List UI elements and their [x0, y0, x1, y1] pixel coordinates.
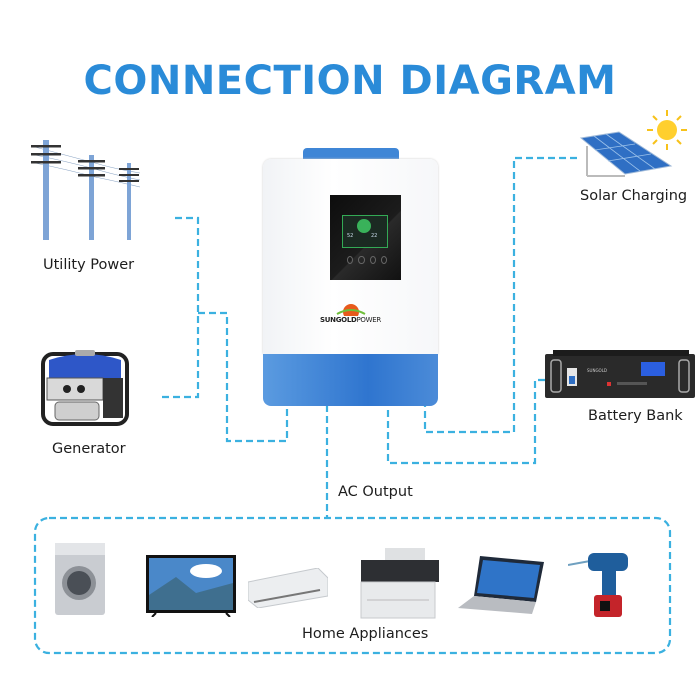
- inverter-buttons: [347, 256, 387, 264]
- lcd-readout-1: 52: [347, 233, 354, 239]
- printer-icon: [360, 548, 439, 619]
- washing-machine-icon: [55, 543, 105, 615]
- inverter-mount-bracket: [303, 148, 399, 162]
- wire-generator-junction: [198, 311, 289, 443]
- inverter-base: [263, 354, 438, 406]
- tv-icon: [146, 555, 236, 617]
- utility-power-label: Utility Power: [43, 257, 135, 273]
- air-conditioner-icon: [248, 568, 328, 608]
- solar-charging-label: Solar Charging: [580, 188, 688, 204]
- brand-sun-logo: [336, 304, 366, 316]
- svg-text:SUNGOLD: SUNGOLD: [587, 368, 607, 373]
- inverter-button[interactable]: [380, 256, 387, 264]
- ac-output-label: AC Output: [338, 484, 413, 500]
- wire-battery: [386, 378, 545, 465]
- power-line-icon: [31, 140, 141, 240]
- inverter-button[interactable]: [369, 256, 376, 264]
- drill-icon: [568, 553, 628, 617]
- inverter-display-panel: 52 22: [330, 195, 401, 280]
- inverter-unit: 52 22 SUNGOLDPOWER: [263, 148, 438, 406]
- laptop-icon: [458, 556, 544, 614]
- lcd-screen: 52 22: [342, 215, 388, 248]
- diagram-title: CONNECTION DIAGRAM: [83, 58, 617, 104]
- solar-panel-icon: [579, 110, 687, 177]
- wire-solar: [423, 156, 577, 434]
- home-appliances-label: Home Appliances: [302, 626, 429, 642]
- wire-utility: [160, 216, 200, 399]
- brand-name: SUNGOLDPOWER: [320, 316, 381, 324]
- appliances-box: [33, 516, 672, 655]
- battery-rack-icon: SUNGOLD: [545, 350, 695, 398]
- generator-icon: [41, 350, 129, 426]
- inverter-button[interactable]: [358, 256, 365, 264]
- battery-bank-label: Battery Bank: [588, 408, 683, 424]
- inverter-button[interactable]: [347, 256, 354, 264]
- generator-label: Generator: [52, 441, 126, 457]
- lcd-readout-2: 22: [371, 233, 378, 239]
